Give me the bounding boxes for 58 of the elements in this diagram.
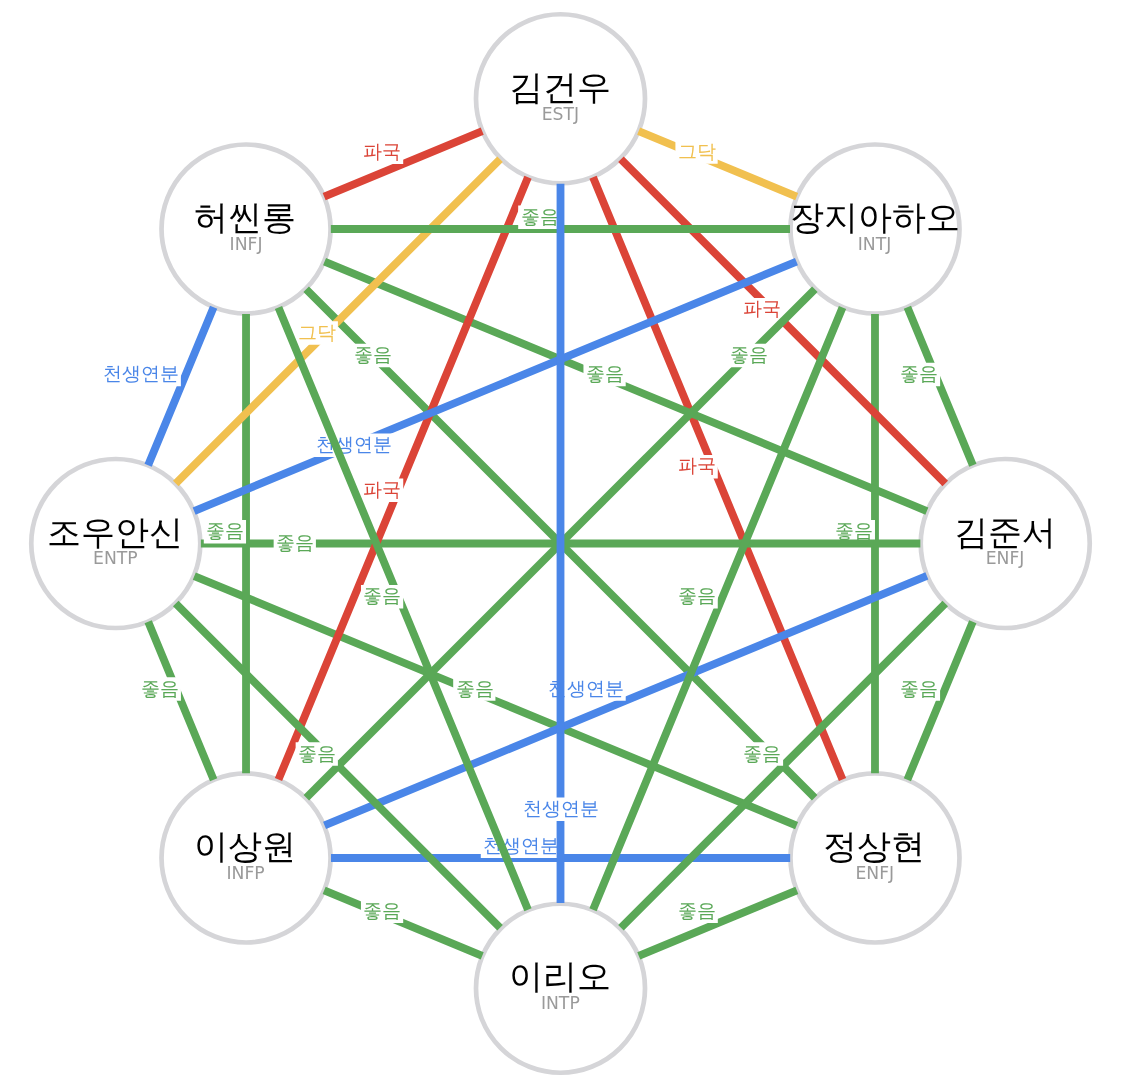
edge-label: 좋음 xyxy=(363,585,402,607)
edge-label: 좋음 xyxy=(677,899,716,921)
connector xyxy=(589,305,847,912)
edge-label: 파국 xyxy=(363,478,402,500)
edge-label: 좋음 xyxy=(677,585,716,607)
edge-label: 파국 xyxy=(677,455,716,477)
edge-label: 좋음 xyxy=(743,742,782,764)
edge-label: 좋음 xyxy=(900,677,939,699)
node-circle: 조우안신 ENTP xyxy=(28,456,203,631)
connector xyxy=(637,127,799,201)
connector xyxy=(192,257,798,515)
edge-label: 좋음 xyxy=(141,677,180,699)
edge-label: 좋음 xyxy=(297,742,336,764)
node-circle: 김건우 ESTJ xyxy=(473,11,648,186)
connector xyxy=(589,175,847,782)
edge-label: 좋음 xyxy=(455,677,494,699)
edge-label: 좋음 xyxy=(276,532,314,554)
node-circle: 정상현 ENFJ xyxy=(788,771,962,945)
connector xyxy=(637,886,799,960)
edge-label: 좋음 xyxy=(835,520,874,542)
connector xyxy=(331,854,791,862)
connector xyxy=(323,257,929,515)
connector xyxy=(556,183,565,904)
connector xyxy=(144,305,218,467)
edge-label: 천생연분 xyxy=(103,363,180,385)
connector xyxy=(322,886,484,960)
edge-label: 좋음 xyxy=(520,205,559,227)
connector xyxy=(323,572,929,830)
connector xyxy=(144,620,218,782)
node-circle: 김준서 ENFJ xyxy=(918,456,1093,631)
connector xyxy=(618,600,949,931)
edge-label: 그닥 xyxy=(297,321,336,343)
edge-label: 그닥 xyxy=(677,140,716,162)
edge-label: 좋음 xyxy=(363,899,402,921)
node-circle: 허씬롱 INFJ xyxy=(159,142,333,316)
connector xyxy=(303,286,818,801)
edge-label: 천생연분 xyxy=(522,797,599,819)
edge-label: 좋음 xyxy=(900,363,939,385)
edge-label: 좋음 xyxy=(353,344,392,366)
connector xyxy=(173,156,503,487)
edge-label: 파국 xyxy=(363,140,402,162)
connector xyxy=(903,305,977,467)
connector xyxy=(618,156,949,487)
edge-label: 좋음 xyxy=(206,520,245,542)
edge-label: 좋음 xyxy=(729,344,768,366)
node-circle: 이상원 INFP xyxy=(159,771,333,945)
connector xyxy=(871,314,879,774)
connector xyxy=(242,314,250,774)
node-circle: 이리오 INTP xyxy=(473,901,648,1076)
connector xyxy=(173,600,503,931)
edge-label: 좋음 xyxy=(585,363,624,385)
connector xyxy=(903,620,977,782)
connector xyxy=(192,572,799,830)
connector xyxy=(330,225,790,233)
node-circle: 장지아하오 INTJ xyxy=(788,142,962,316)
edge-label: 파국 xyxy=(743,298,782,320)
connector xyxy=(322,127,484,201)
connector xyxy=(200,539,921,548)
